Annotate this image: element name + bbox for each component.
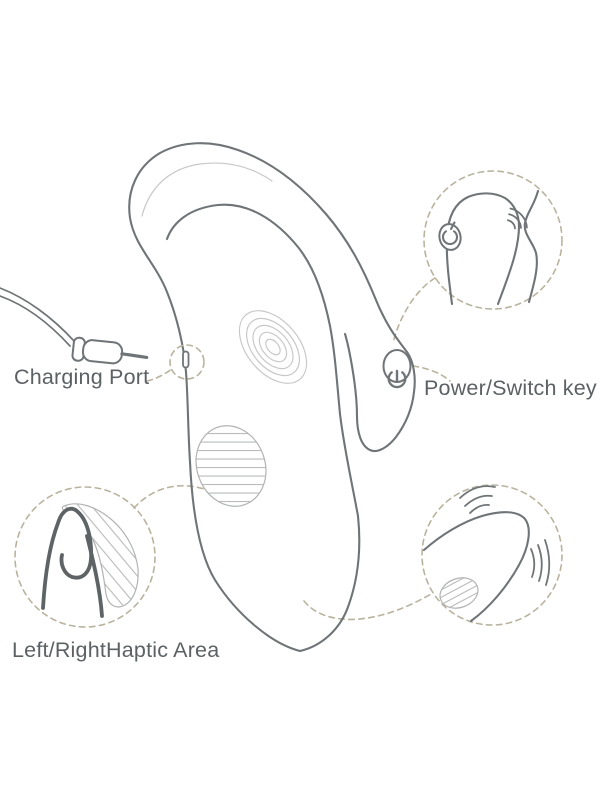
- power-symbol-arc: [387, 371, 407, 389]
- leader-charging-port: [146, 368, 173, 382]
- charging-port-marker: [169, 344, 205, 380]
- charging-port: [182, 350, 190, 369]
- device-inner-curve: [165, 203, 361, 653]
- charging-port-ring: [169, 344, 205, 380]
- texture-rings: [238, 310, 308, 384]
- vibration-waves-icon: [507, 207, 528, 230]
- callout-haptic-press: [14, 486, 156, 628]
- haptic-area-patch: [195, 425, 267, 507]
- callout-power-detail: [423, 170, 563, 310]
- power-button-icon: [382, 349, 412, 389]
- leader-tip-callout: [303, 593, 432, 621]
- device-silhouette: [128, 142, 416, 653]
- callout-circle: [14, 486, 156, 628]
- leader-power-callout: [392, 277, 436, 344]
- device-head-zoom: [445, 192, 521, 306]
- vibration-waves-top-icon: [459, 485, 496, 514]
- device-tail-zoom: [523, 189, 540, 304]
- leader-power-label: [412, 365, 451, 382]
- device-tip-zoom: [422, 511, 530, 623]
- label-haptic-area: Left/RightHaptic Area: [12, 638, 219, 662]
- callout-vibration-tip: [421, 484, 563, 626]
- plug-body: [81, 339, 124, 365]
- callout-circle: [423, 170, 563, 310]
- device-highlight: [141, 162, 273, 217]
- charging-plug-icon: [0, 287, 149, 365]
- label-charging-port: Charging Port: [14, 365, 149, 389]
- thumb-press-icon: [41, 506, 104, 618]
- label-power-switch-key: Power/Switch key: [424, 376, 597, 400]
- power-button-zoom-icon: [438, 221, 462, 251]
- vibration-waves-right-icon: [530, 539, 551, 586]
- tip-hatch-patch: [439, 577, 479, 609]
- device-outline: [128, 142, 416, 653]
- callout-circle: [421, 484, 563, 626]
- plug-pin: [120, 352, 149, 360]
